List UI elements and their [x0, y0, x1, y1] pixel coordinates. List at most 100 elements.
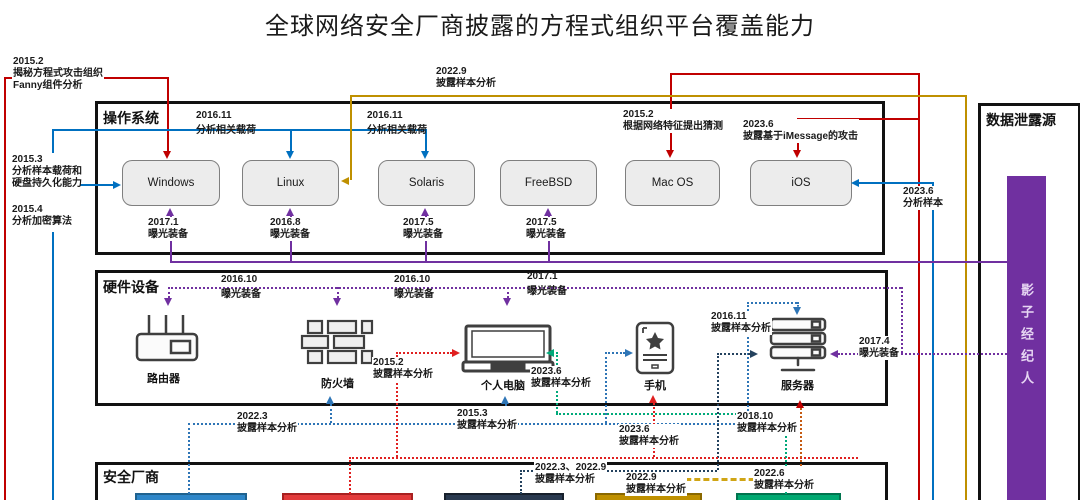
firewall-icon — [300, 319, 374, 365]
page-title: 全球网络安全厂商披露的方程式组织平台覆盖能力 — [265, 13, 815, 40]
connector-line — [52, 129, 425, 131]
arrowhead — [421, 208, 429, 216]
vendor-section-label: 安全厂商 — [103, 469, 159, 485]
arrowhead — [341, 176, 349, 185]
connector-line — [425, 129, 427, 151]
arrowhead — [286, 151, 294, 159]
connector-line — [290, 129, 292, 151]
arrowhead — [796, 400, 804, 408]
arrowhead — [544, 208, 552, 216]
arrowhead — [163, 151, 171, 159]
arrowhead — [501, 396, 509, 404]
connector-line — [838, 353, 1007, 355]
arrowhead — [546, 348, 554, 357]
arrowhead — [750, 349, 758, 358]
connector-line — [785, 413, 787, 494]
connector-line — [170, 261, 1007, 263]
pc-icon — [461, 324, 555, 373]
vendor-bar-3 — [444, 493, 564, 500]
connector-line — [330, 404, 332, 423]
arrowhead — [166, 208, 174, 216]
connector-line — [670, 73, 918, 75]
os-node-macos: Mac OS — [625, 160, 720, 206]
os-node-ios: iOS — [750, 160, 852, 206]
connector-line — [80, 184, 114, 186]
connector-line — [605, 352, 625, 354]
arrowhead — [793, 307, 801, 315]
connector-line — [167, 77, 169, 151]
connector-line — [859, 182, 932, 184]
os-section-box — [95, 101, 885, 255]
os-node-solaris: Solaris — [378, 160, 475, 206]
connector-line — [932, 182, 934, 500]
leak-source-bar: 影子经纪人 — [1007, 176, 1046, 500]
connector-line — [52, 129, 54, 153]
leak-section-box — [978, 103, 1080, 500]
connector-line — [520, 470, 717, 472]
leak-source-label: 影子经纪人 — [1019, 283, 1034, 393]
connector-line — [188, 423, 190, 494]
connector-line — [800, 408, 802, 478]
connector-line — [747, 302, 749, 423]
connector-line — [605, 352, 607, 423]
arrowhead — [452, 348, 460, 357]
server-icon — [769, 317, 827, 372]
device-label-server: 服务器 — [781, 380, 814, 392]
os-node-linux: Linux — [242, 160, 339, 206]
connector-line — [52, 232, 54, 500]
connector-line — [349, 457, 351, 494]
connector-line — [350, 95, 965, 97]
device-label-firewall: 防火墙 — [321, 378, 354, 390]
arrowhead — [830, 349, 838, 358]
connector-line — [396, 352, 452, 354]
device-label-pc: 个人电脑 — [481, 380, 525, 392]
connector-line — [350, 95, 352, 180]
connector-line — [717, 353, 750, 355]
phone-icon — [635, 321, 675, 375]
connector-line — [349, 457, 858, 459]
connector-line — [520, 470, 522, 494]
connector-line — [965, 95, 967, 500]
arrowhead — [851, 178, 859, 187]
device-label-router: 路由器 — [147, 373, 180, 385]
arrowhead — [649, 395, 657, 403]
vendor-bar-1 — [135, 493, 247, 500]
vendor-section-box — [95, 462, 888, 500]
router-icon — [135, 315, 199, 362]
arrowhead — [666, 150, 674, 158]
connector-line — [901, 287, 903, 353]
arrowhead — [503, 298, 511, 306]
arrowhead — [113, 180, 121, 189]
arrowhead — [625, 348, 633, 357]
os-node-freebsd: FreeBSD — [500, 160, 597, 206]
connector-line — [507, 287, 509, 298]
connector-line — [797, 302, 799, 307]
leak-section-label: 数据泄露源 — [986, 112, 1056, 128]
arrowhead — [333, 298, 341, 306]
connector-line — [168, 287, 901, 289]
connector-line — [747, 302, 797, 304]
connector-line — [649, 478, 800, 481]
connector-line — [4, 77, 6, 500]
